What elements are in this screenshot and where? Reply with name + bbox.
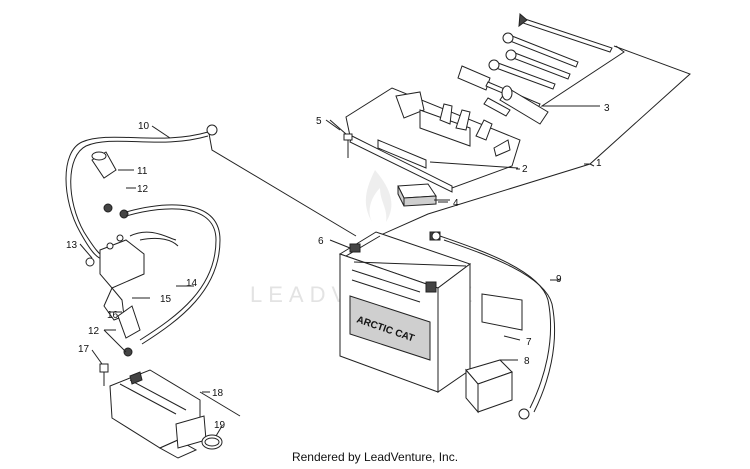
callout-16: 16	[107, 310, 119, 321]
positive-cable-part	[431, 231, 555, 420]
callout-14: 14	[186, 278, 198, 289]
callout-9: 9	[556, 274, 562, 285]
terminal-boot-part	[117, 305, 141, 339]
callout-13: 13	[66, 240, 78, 251]
rendered-by-credit: Rendered by LeadVenture, Inc.	[291, 450, 459, 464]
ground-cable-part	[65, 124, 218, 261]
pad-part	[397, 183, 437, 207]
callout-10: 10	[138, 121, 150, 132]
callout-11: 11	[137, 166, 148, 177]
starter-motor-part	[99, 363, 223, 459]
callout-6: 6	[318, 236, 324, 247]
callout-15: 15	[160, 294, 172, 305]
tool-tray-part	[343, 87, 521, 193]
starter-cable-part	[125, 204, 221, 345]
callout-12a: 12	[137, 184, 149, 195]
callout-17: 17	[78, 344, 90, 355]
callout-3: 3	[604, 103, 610, 114]
callout-2: 2	[522, 164, 528, 175]
callout-12b: 12	[88, 326, 100, 337]
callout-8: 8	[524, 356, 530, 367]
battery-part: ARCTIC CAT	[338, 231, 523, 393]
callout-7: 7	[526, 337, 532, 348]
boot-cap-part	[91, 151, 117, 179]
callout-5: 5	[316, 116, 322, 127]
tool-kit-part	[457, 12, 625, 125]
leader-lines	[79, 105, 600, 437]
callout-18: 18	[212, 388, 224, 399]
callout-numbers: 1 2 3 4 5 6 7 8 9 10 11 12 13 14 15 16 1…	[66, 103, 610, 431]
callout-1: 1	[596, 158, 602, 169]
solenoid-part	[85, 231, 179, 321]
foam-pad-part	[465, 359, 513, 414]
callout-4: 4	[453, 198, 459, 209]
callout-19: 19	[214, 420, 226, 431]
